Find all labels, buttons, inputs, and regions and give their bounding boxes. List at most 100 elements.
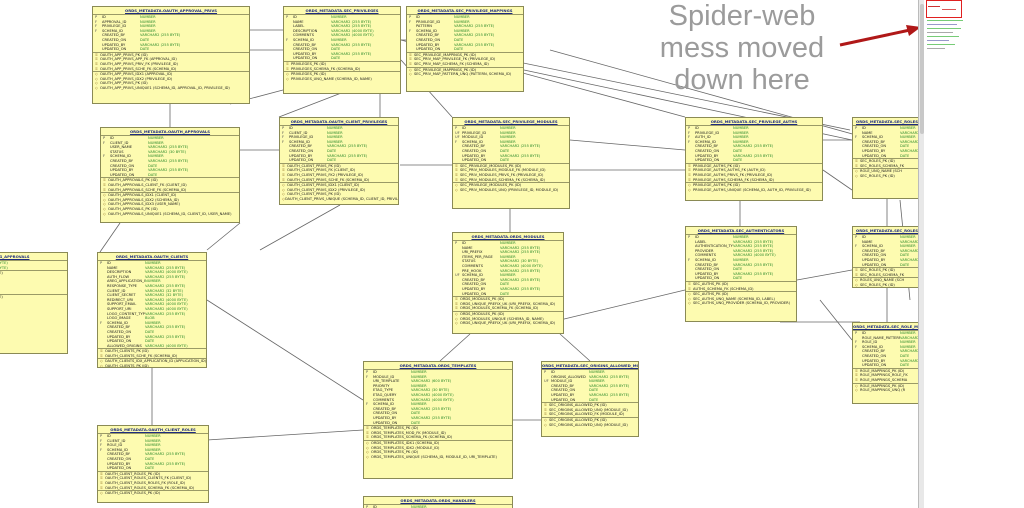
column-row[interactable]: (255 BYTE)	[0, 261, 67, 266]
index-row[interactable]: ◇OAUTH_CLIENT_PRIVS_IDX1 (CLIENT_ID)	[280, 183, 398, 188]
relationship-line[interactable]	[439, 333, 471, 362]
key-row[interactable]: ⚿SEC_ORIGINS_ALLOWED_PK (ID)	[542, 403, 638, 408]
key-row[interactable]: ⚿ROLE_MAPPINGS_SCHEMA	[853, 378, 918, 383]
index-row[interactable]: ◇OAUTH_CLIENT_ROLES_PK (ID)	[98, 491, 208, 496]
key-row[interactable]: ⚿SEC_ROLES_SCHEMA_FK	[853, 164, 918, 169]
key-row[interactable]: ⚿SEC_PRIV_MAP_SCHEMA_FK (SCHEMA_ID)	[407, 62, 523, 67]
key-row[interactable]: ⚿ROLE_MAPPINGS_ROLE_FK	[853, 373, 918, 378]
key-row[interactable]: ⚿OAUTH_APP_PRIVS_PRIV_FK (PRIVILEGE_ID)	[93, 62, 249, 67]
key-row[interactable]: ⚿OAUTH_CLIENTS_SCHE_FK (SCHEMA_ID)	[98, 354, 206, 359]
key-row[interactable]: ⚿PRIVILEGES_PK (ID)	[284, 62, 400, 67]
relationship-line[interactable]	[559, 289, 686, 321]
key-row[interactable]: ⚿OAUTH_APP_PRIVS_PK (ID)	[93, 53, 249, 58]
index-row[interactable]: ◇OAUTH_APP_PRIVS_PK (ID)	[93, 81, 249, 86]
relationship-line[interactable]	[549, 49, 911, 151]
vertical-scrollbar[interactable]	[918, 0, 925, 508]
column-row[interactable]: (255 BYTE)	[0, 266, 67, 271]
index-row[interactable]: ◇ROLE_MAPPINGS_UNQ (R	[853, 388, 918, 393]
key-row[interactable]: ⚿ORDS_TEMPLATES_SCHEMA_FK (SCHEMA_ID)	[364, 435, 512, 440]
relationship-line[interactable]	[559, 333, 591, 362]
key-row[interactable]: ⚿SEC_PRIV_MODULES_PRIVS_FK (PRIVILEGE_ID…	[453, 173, 569, 178]
key-row[interactable]: ⚿PRIVILEGE_AUTHS_PK (ID)	[686, 164, 822, 169]
key-row[interactable]: ⚿ORDS_TEMPLATES_MOD_FK (MODULE_ID)	[364, 431, 512, 436]
key-row[interactable]: ⚿PRIVILEGE_AUTHS_AUTHS_FK (AUTH_ID)	[686, 168, 822, 173]
index-row[interactable]: ◇SEC_PRIV_MODULES_UNQ (PRIVILEGE_ID, MOD…	[453, 188, 569, 193]
key-row[interactable]: ⚿PRIVILEGE_AUTHS_PRIVS_FK (PRIVILEGE_ID)	[686, 173, 822, 178]
index-row[interactable]: ◇OAUTH_APPROVALS_IDX2 (SCHEMA_ID)	[101, 198, 239, 203]
relationship-line[interactable]	[206, 299, 364, 401]
relationship-line[interactable]	[819, 299, 853, 341]
index-row[interactable]: ◇ORDS_TEMPLATES_PK (ID)	[364, 450, 512, 455]
index-row[interactable]: ◇SEC_ORIGINS_ALLOWED_UNQ (MODULE_ID)	[542, 423, 638, 428]
entity-table[interactable]: ORDS_METADATA.SEC_ROLE_MAPPINGSPIDNUMBER…	[852, 322, 918, 404]
index-row[interactable]: ◇SEC_PRIV_MAP_PATTERN_UNQ (PATTERN, SCHE…	[407, 72, 523, 77]
relationship-line[interactable]	[459, 49, 851, 131]
key-row[interactable]: ⚿SEC_ROLES_PK (ID)	[853, 268, 918, 273]
relationship-line[interactable]	[206, 429, 364, 441]
key-row[interactable]: ⚿OAUTH_CLIENT_ROLES_PK (ID)	[98, 472, 208, 477]
key-row[interactable]: ⚿SEC_ORIGINS_ALLOWED_UNQ (MODULE_ID)	[542, 408, 638, 413]
relationship-line[interactable]	[569, 139, 686, 151]
index-row[interactable]: ◇OAUTH_APP_PRIVS_IDX1 (APPROVAL_ID)	[93, 72, 249, 77]
index-row[interactable]: ◇OAUTH_APPROVALS_IDX3 (USER_NAME)	[101, 202, 239, 207]
index-row[interactable]: ◇ORDS_TEMPLATES_IDX2 (MODULE_ID)	[364, 446, 512, 451]
relationship-line[interactable]	[206, 222, 241, 251]
index-row[interactable]: ◇SEC_AUTHS_UNQ_NAME (SCHEMA_ID, LABEL)	[686, 297, 796, 302]
